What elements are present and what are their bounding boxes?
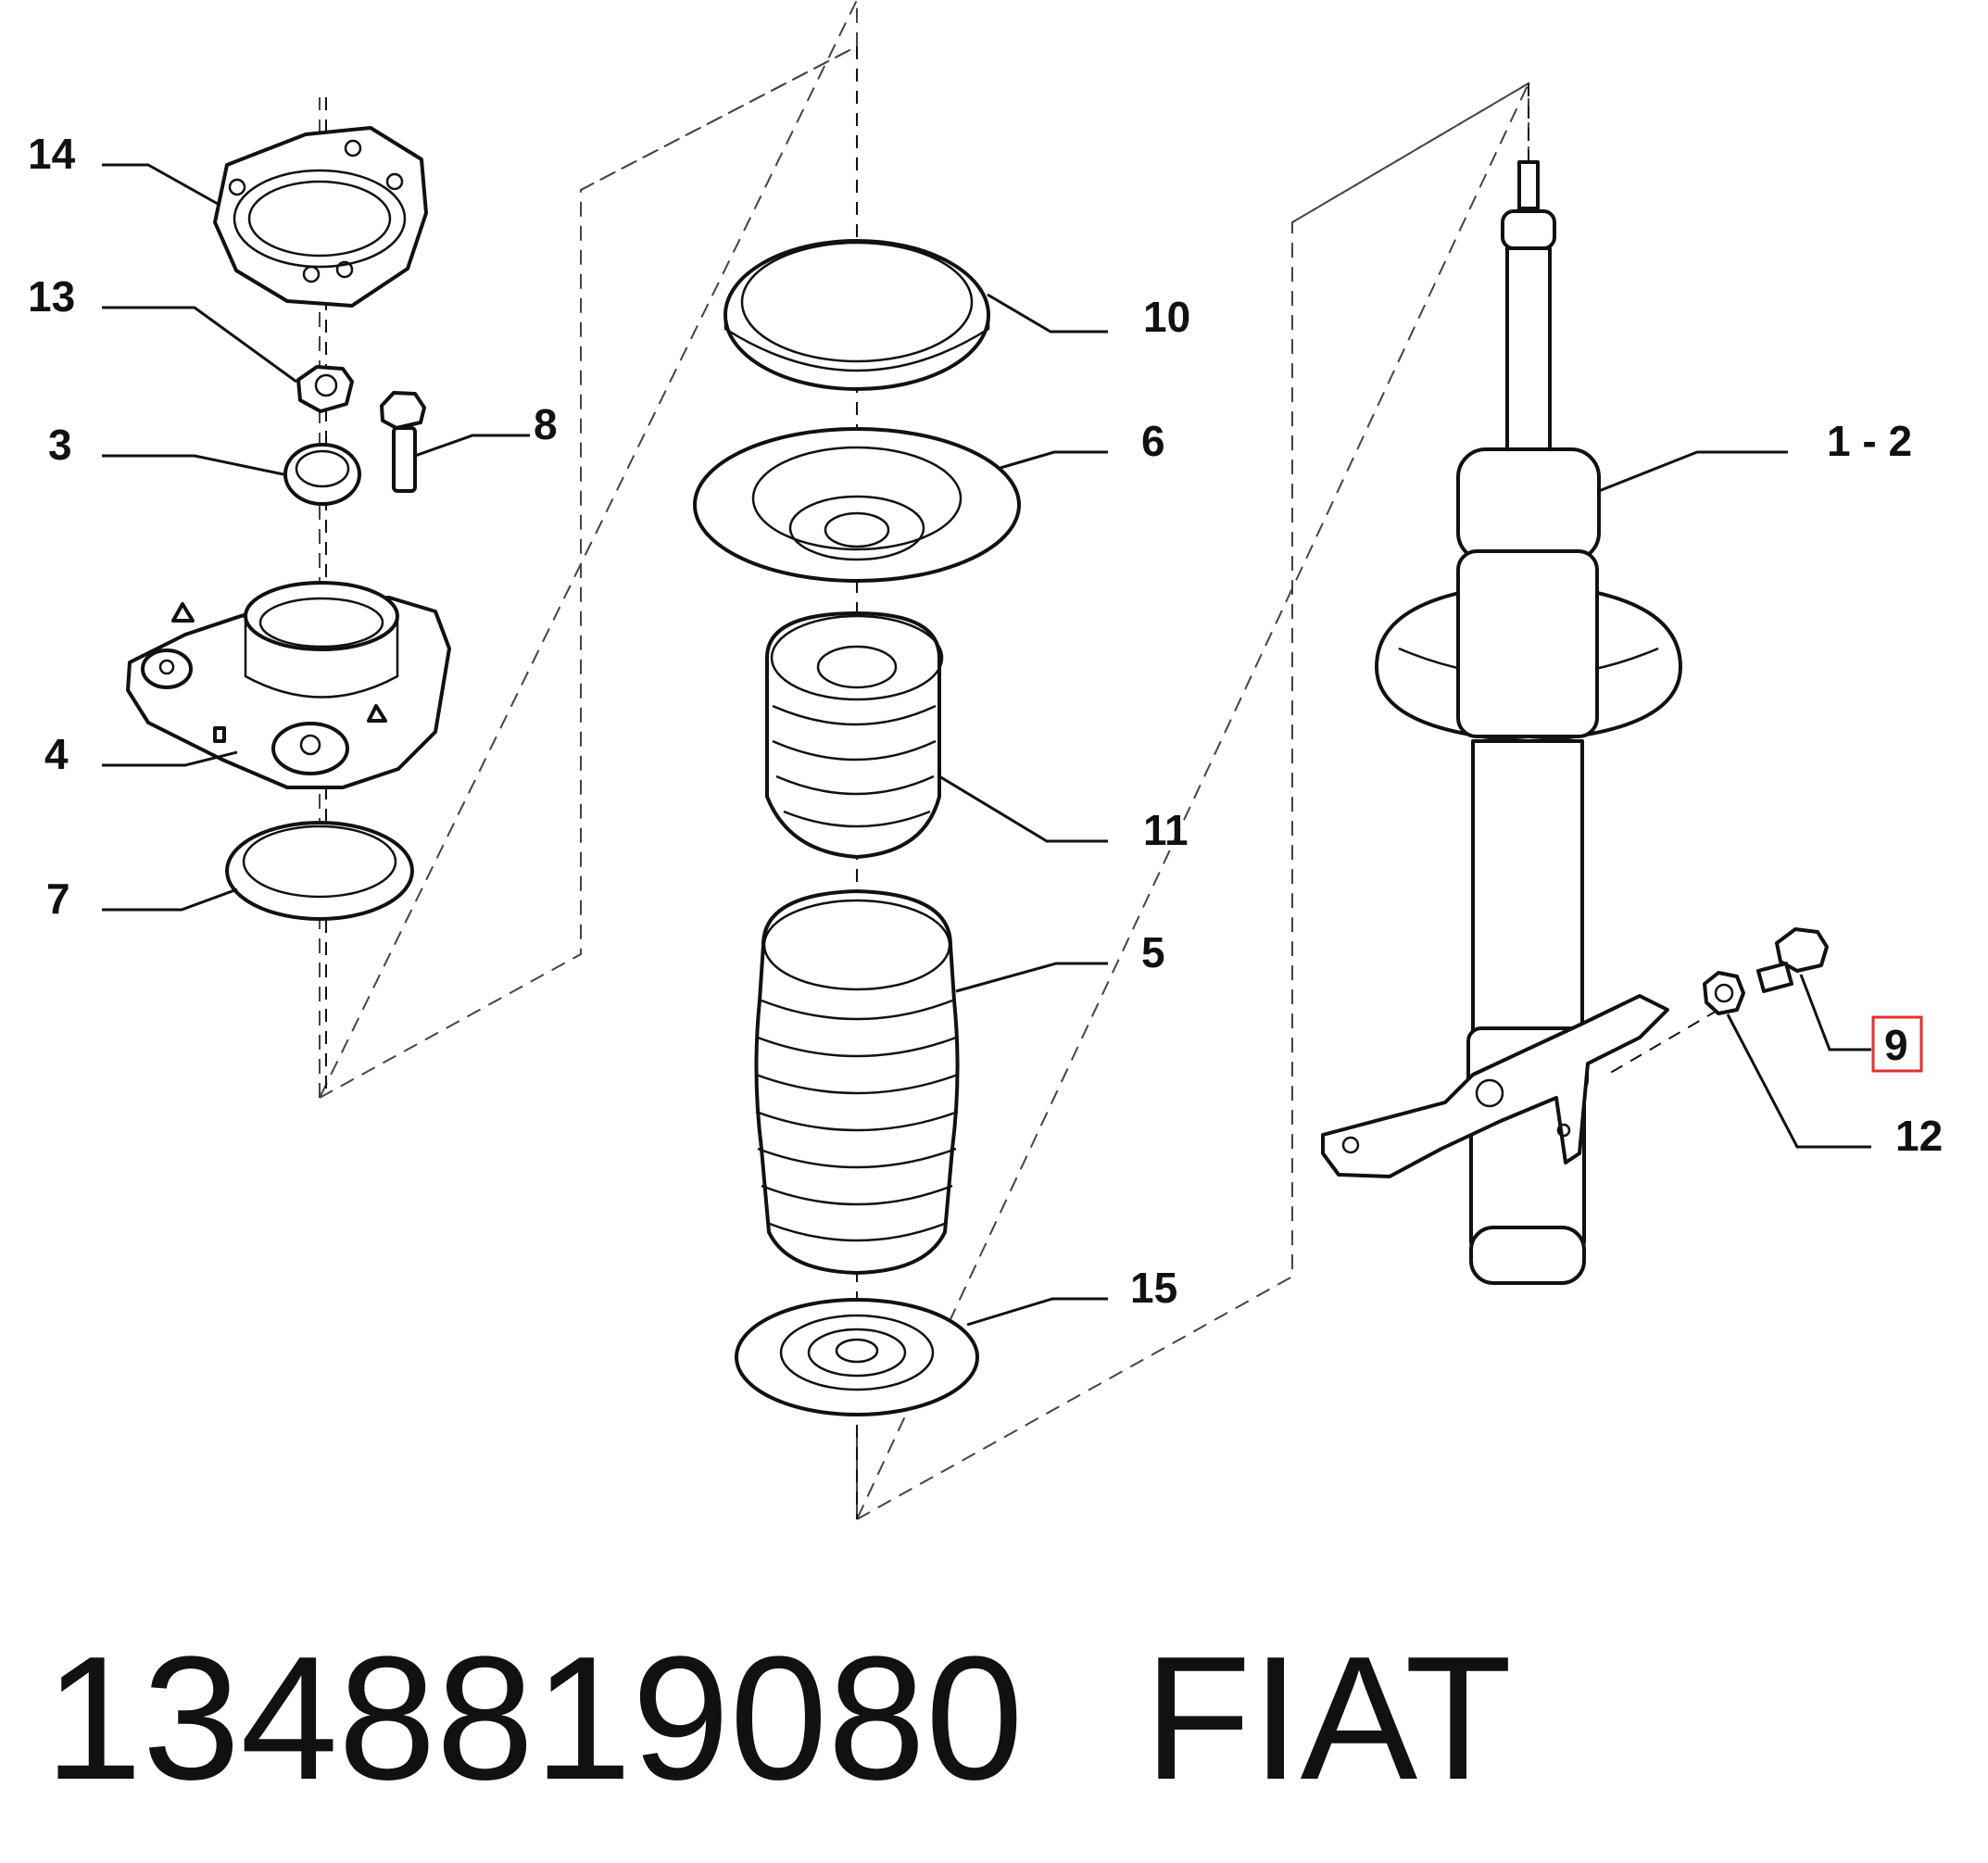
leader-4 — [102, 750, 238, 767]
callout-14[interactable]: 14 — [28, 130, 76, 178]
callout-9[interactable]: 9 — [1884, 1021, 1908, 1069]
leader-11 — [938, 774, 1108, 843]
part-1-2-shock-absorber — [1321, 160, 1682, 1285]
leader-10 — [987, 293, 1108, 334]
callout-1-2[interactable]: 1 - 2 — [1827, 417, 1912, 465]
part-11-bump-stop — [765, 611, 944, 859]
leader-1-2 — [1598, 450, 1788, 493]
part-7-ring — [225, 821, 414, 921]
part-6-spring-pad — [693, 427, 1021, 583]
part-number: 1348819080 — [44, 1620, 1024, 1817]
leader-13 — [102, 306, 297, 384]
leader-5 — [955, 962, 1108, 993]
callout-13[interactable]: 13 — [28, 272, 75, 321]
leader-7 — [102, 887, 238, 912]
part-12-nut — [1703, 971, 1745, 1015]
leader-8 — [414, 434, 530, 458]
part-8-bolt — [380, 391, 426, 493]
highlight-box-9 — [1871, 1015, 1923, 1073]
leader-9 — [1799, 974, 1871, 1051]
callout-8[interactable]: 8 — [534, 400, 558, 448]
frame-boot-top-edge — [580, 45, 858, 191]
leader-15 — [966, 1297, 1108, 1327]
leader-12 — [1726, 1013, 1871, 1149]
part-10-seat-ring — [723, 239, 990, 391]
part-4-mount-housing — [126, 581, 451, 789]
callout-3[interactable]: 3 — [48, 421, 72, 469]
leader-14 — [102, 163, 219, 206]
part-14-mount-plate — [213, 126, 428, 308]
callout-6[interactable]: 6 — [1141, 417, 1165, 465]
part-13-nut — [296, 365, 354, 413]
part-9-bolt — [1756, 927, 1829, 993]
callout-12[interactable]: 12 — [1895, 1112, 1943, 1160]
leader-3 — [102, 454, 284, 476]
leader-6 — [1000, 450, 1108, 470]
part-15-lower-pad — [735, 1298, 979, 1416]
callout-7[interactable]: 7 — [46, 875, 70, 923]
part-3-ring — [283, 443, 361, 506]
part-5-dust-boot — [754, 889, 960, 1275]
callout-15[interactable]: 15 — [1130, 1264, 1177, 1312]
callout-10[interactable]: 10 — [1143, 293, 1190, 341]
callout-4[interactable]: 4 — [44, 730, 69, 778]
brand-name: FIAT — [1143, 1620, 1513, 1817]
callout-5[interactable]: 5 — [1141, 928, 1165, 976]
callout-11[interactable]: 11 — [1143, 806, 1189, 854]
